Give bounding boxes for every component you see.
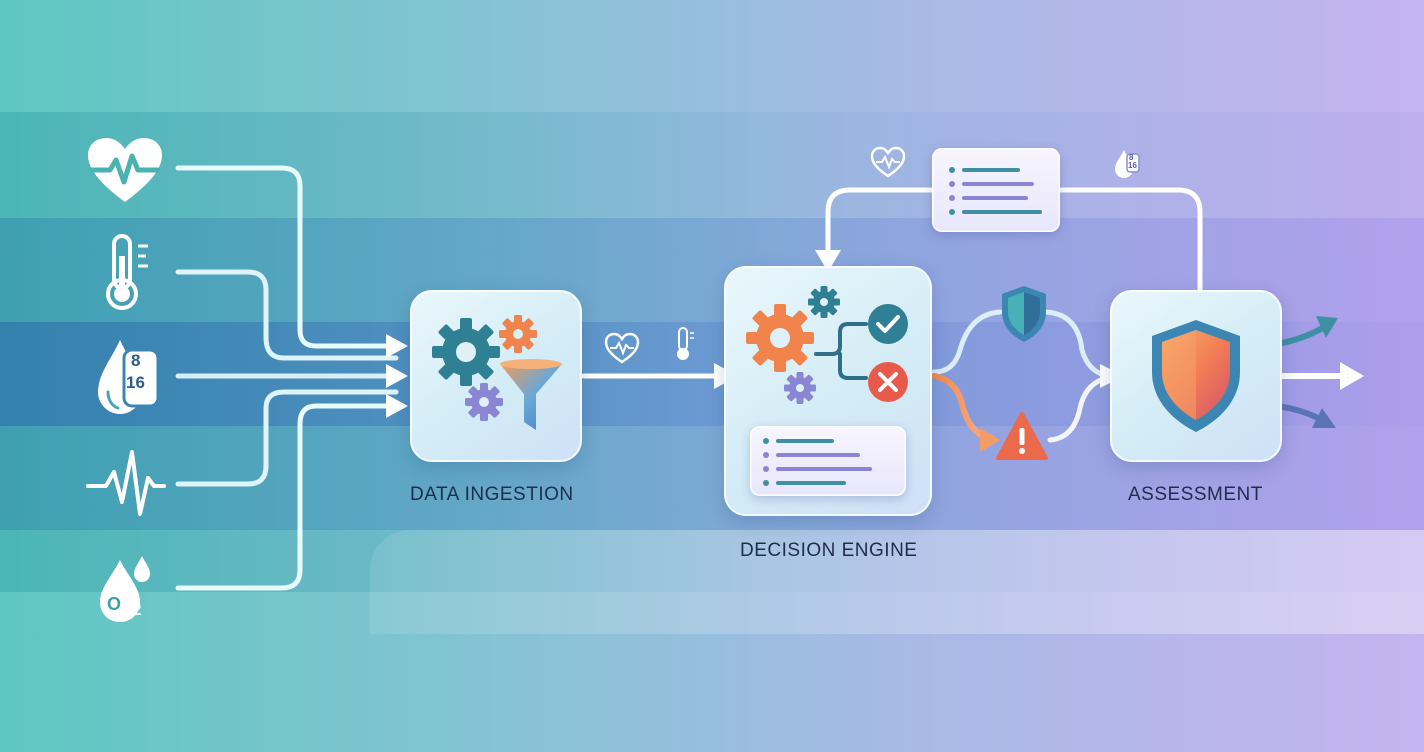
oxygen-letter: O	[107, 594, 122, 614]
input-line-ecg	[175, 389, 399, 487]
feedback-log-panel	[932, 148, 1060, 232]
filter-funnel-icon	[500, 359, 562, 430]
feedback-glucose-bottom: 16	[1128, 161, 1137, 170]
branch-safe-out	[1043, 309, 1111, 379]
input-line-oxygen	[175, 403, 399, 591]
ingestion-card-icons	[432, 315, 562, 430]
reject-x-icon	[868, 362, 908, 402]
branch-alert-in	[931, 373, 995, 441]
decision-branch-connector	[814, 322, 868, 380]
small-orange-gear-icon	[499, 315, 537, 353]
decision-engine-card	[724, 266, 932, 516]
arrowheads	[386, 250, 1364, 452]
input-line-thermometer	[175, 269, 399, 361]
small-blue-gear-icon	[808, 286, 840, 318]
data-ingestion-label: DATA INGESTION	[410, 484, 574, 505]
feedback-glucose-top: 8	[1129, 153, 1134, 162]
arrowhead-into-ingestion-2	[386, 364, 408, 388]
decision-log-panel	[750, 426, 906, 496]
arrowhead-output-down	[1312, 408, 1336, 428]
assessment-label: ASSESSMENT	[1128, 484, 1263, 505]
arrowhead-alert	[980, 428, 1000, 452]
decision-engine-label: DECISION ENGINE	[740, 540, 918, 561]
small-purple-gear-icon	[465, 383, 503, 421]
input-line-heart	[175, 165, 399, 349]
branch-safe-in	[931, 309, 1003, 375]
approve-check-icon	[868, 304, 908, 344]
arrowhead-output-up	[1316, 316, 1338, 338]
assessment-card-icons	[1152, 320, 1240, 432]
large-teal-gear-icon	[432, 318, 500, 386]
assessment-shield-icon	[1152, 320, 1240, 432]
arrowhead-into-ingestion-1	[386, 334, 408, 358]
assessment-card	[1110, 290, 1282, 462]
decision-card-icons	[746, 286, 908, 404]
data-ingestion-card	[410, 290, 582, 462]
log-lines-icon	[763, 438, 872, 486]
background-band-lower	[370, 530, 1424, 634]
feedback-log-lines-icon	[949, 167, 1042, 215]
arrowhead-into-ingestion-3	[386, 394, 408, 418]
branch-alert-out	[1047, 375, 1111, 443]
small-purple-gear-icon-2	[784, 372, 816, 404]
glucose-value-top: 8	[131, 351, 141, 370]
oxygen-subscript: 2	[132, 600, 142, 619]
large-orange-gear-icon	[746, 304, 814, 372]
arrowhead-feedback-down	[815, 250, 841, 272]
glucose-value-bottom: 16	[126, 373, 145, 392]
arrowhead-output-center	[1340, 362, 1364, 390]
